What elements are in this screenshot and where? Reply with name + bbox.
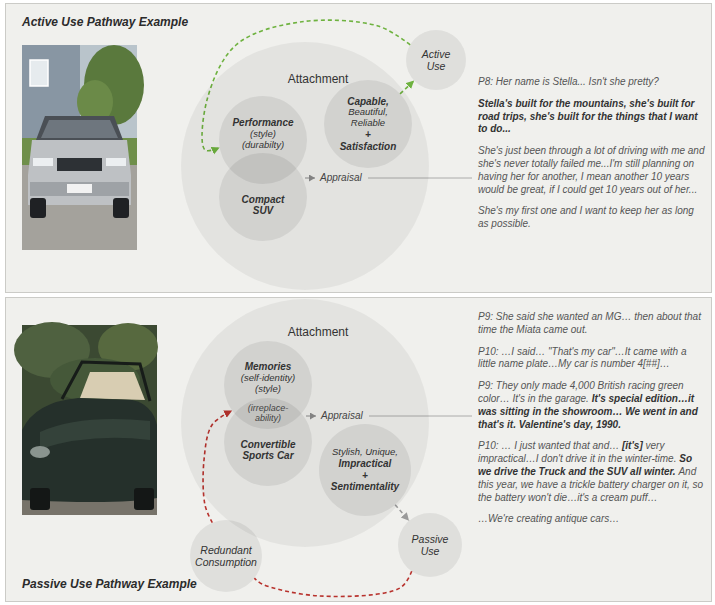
quote-paragraph: P9: They only made 4,000 British racing … — [478, 380, 707, 431]
appraisal-label: Appraisal — [320, 172, 362, 184]
quote-paragraph: Stella's built for the mountains, she's … — [478, 98, 707, 136]
car-body — [28, 140, 131, 205]
interview-quote: Stella's built for the mountains, she's … — [478, 98, 698, 135]
car-wheel — [30, 198, 46, 218]
circle-fill — [181, 299, 429, 547]
text-group: Passive Use — [407, 533, 453, 557]
attachment-circle: AttachmentMemories(self-identity) (style… — [181, 299, 429, 547]
car-bumper — [30, 182, 129, 196]
text-group: Compact SUV — [233, 194, 293, 217]
car-headlight — [33, 158, 53, 166]
circle-fill — [406, 30, 466, 90]
text-group: Capable,Beautiful, Reliable+ Satisfactio… — [336, 96, 400, 152]
interview-quote: …We're creating antique cars… — [478, 513, 619, 524]
circle-label: Performance — [232, 117, 293, 129]
circle-label: + Sentimentality — [328, 470, 402, 493]
interview-quote: She's my first one and I want to keep he… — [478, 205, 694, 229]
circle-label: Beautiful, Reliable — [336, 107, 400, 129]
car-windshield — [41, 120, 118, 138]
text-group: Attachment — [263, 326, 373, 340]
circle-label: Attachment — [288, 326, 349, 340]
appraisal-label: Appraisal — [321, 410, 363, 422]
circle-label: Attachment — [288, 73, 349, 87]
interview-quote: P10: … I just wanted that and… — [478, 440, 619, 451]
circle-fill — [190, 520, 262, 592]
text-group: Stylish, Unique,Impractical+ Sentimental… — [328, 447, 402, 492]
panel-title: Passive Use Pathway Example — [22, 578, 197, 592]
circle-label: + Satisfaction — [336, 129, 400, 152]
interview-quote: She's just been through a lot of driving… — [478, 145, 705, 194]
attachment-circle: AttachmentPerformance(style) (durabilty)… — [181, 42, 429, 290]
car-plate — [67, 184, 92, 193]
quote-block: P9: She said she wanted an MG… then abou… — [478, 311, 707, 526]
car-windshield-frame — [62, 362, 150, 401]
quote-paragraph: P10: …I said… "That's my car"…It came wi… — [478, 346, 707, 372]
use-circle: Passive Use — [398, 513, 462, 577]
car-body — [22, 398, 157, 502]
car-headlight — [106, 158, 126, 166]
overlap-label: (irreplace-ability) — [237, 403, 299, 424]
car-wheel — [134, 488, 154, 510]
interview-quote: P9: She said she wanted an MG… then abou… — [478, 311, 701, 335]
circle-label: Capable, — [347, 96, 389, 108]
quote-paragraph: She's just been through a lot of driving… — [478, 145, 707, 196]
car-grille — [57, 158, 102, 171]
circle-label: Active Use — [414, 48, 458, 72]
car-hood — [40, 419, 150, 449]
circle-fill — [398, 513, 462, 577]
appraisal-circle: Stylish, Unique,Impractical+ Sentimental… — [319, 424, 411, 516]
circle-label: Redundant Consumption — [191, 544, 261, 568]
panel-ground — [5, 3, 712, 293]
circle-label: Compact SUV — [233, 194, 293, 217]
panel-ground — [5, 297, 712, 602]
circle-fill — [324, 80, 412, 168]
text-group: Convertible Sports Car — [235, 439, 301, 462]
quote-paragraph: P9: She said she wanted an MG… then abou… — [478, 311, 707, 337]
quote-block: P8: Her name is Stella... Isn't she pret… — [478, 76, 707, 231]
circle-label: Stylish, Unique, — [332, 447, 398, 458]
circle-fill — [319, 424, 411, 516]
photo-window — [30, 60, 48, 86]
circle-label: Memories — [245, 361, 292, 373]
text-group: Memories(self-identity) (style) — [234, 361, 302, 394]
interview-quote: [it's] — [622, 440, 643, 451]
circle-label: (self-identity) (style) — [234, 373, 302, 395]
dashed-connector — [395, 505, 409, 521]
use-circle: Active Use — [406, 30, 466, 90]
consumption-circle: Redundant Consumption — [190, 520, 262, 592]
panel-title: Active Use Pathway Example — [22, 16, 188, 30]
car-roof — [36, 116, 123, 140]
car-wheel — [113, 198, 129, 218]
circle-label: (style) (durabilty) — [230, 129, 296, 151]
quote-paragraph: …We're creating antique cars… — [478, 513, 707, 526]
car-headlight — [30, 446, 50, 458]
circle-fill — [219, 153, 307, 241]
interview-quote: P10: …I said… "That's my car"…It came wi… — [478, 346, 687, 370]
suv-photo — [22, 45, 144, 250]
quote-paragraph: P10: … I just wanted that and…[it's]very… — [478, 440, 707, 504]
circle-label: Passive Use — [407, 533, 453, 557]
quote-paragraph: P8: Her name is Stella... Isn't she pret… — [478, 76, 707, 89]
car-interior — [80, 372, 145, 400]
appraisal-circle: Capable,Beautiful, Reliable+ Satisfactio… — [324, 80, 412, 168]
interview-quote: P8: Her name is Stella... Isn't she pret… — [478, 76, 659, 87]
text-group: Active Use Pathway Example — [22, 16, 188, 30]
factor-circle: Compact SUV — [219, 153, 307, 241]
car-wheel — [30, 488, 50, 510]
convertible-photo — [14, 322, 158, 515]
dashed-connector — [254, 571, 411, 596]
text-group: Active Use — [414, 48, 458, 72]
circle-fill — [224, 398, 312, 486]
circle-label: Impractical — [339, 458, 392, 470]
text-group: Performance(style) (durabilty) — [230, 117, 296, 150]
text-group: Redundant Consumption — [191, 544, 261, 568]
text-group: Passive Use Pathway Example — [22, 578, 197, 592]
circle-fill — [181, 42, 429, 290]
circle-label: Convertible Sports Car — [235, 439, 301, 462]
quote-paragraph: She's my first one and I want to keep he… — [478, 205, 707, 231]
